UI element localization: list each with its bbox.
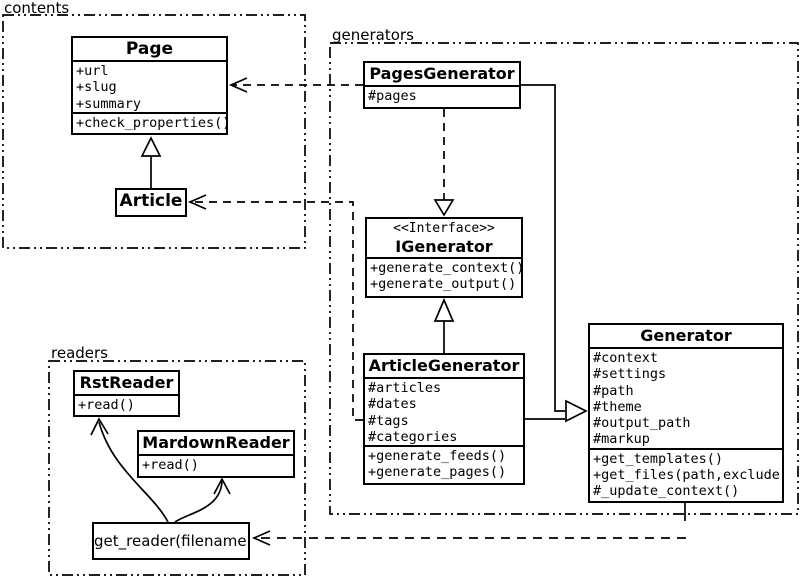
generalization-generator-arrowhead-icon — [565, 399, 588, 423]
dependency-generator-getreader-arrowhead-icon — [251, 530, 271, 546]
class-articlegenerator: ArticleGenerator #articles #dates #tags … — [363, 353, 525, 485]
class-articlegenerator-attributes: #articles #dates #tags #categories — [365, 377, 523, 445]
class-page-attributes: +url +slug +summary — [73, 60, 226, 112]
class-pagesgenerator-title: PagesGenerator — [369, 64, 515, 83]
class-pagesgenerator-attributes: #pages — [365, 85, 519, 104]
method: +check_properties() — [76, 114, 228, 131]
attribute: #output_path — [593, 415, 691, 432]
class-igenerator-header: <<Interface>> IGenerator — [367, 219, 521, 257]
package-label-readers: readers — [51, 344, 108, 362]
class-igenerator: <<Interface>> IGenerator +generate_conte… — [365, 217, 523, 298]
function-getreader-label: get_reader(filename) — [94, 532, 250, 550]
function-getreader: get_reader(filename) — [92, 522, 250, 560]
package-generators-border — [329, 42, 799, 515]
association-getreader-rstreader-arrowhead-icon — [90, 417, 109, 436]
class-igenerator-methods: +generate_context() +generate_output() — [367, 257, 521, 293]
class-rstreader-methods: +read() — [75, 394, 178, 413]
method: +generate_feeds() — [368, 448, 507, 465]
class-generator-attributes: #context #settings #path #theme #output_… — [590, 347, 782, 448]
class-article-title: Article — [119, 191, 183, 211]
attribute: #categories — [368, 428, 458, 445]
class-article: Article — [115, 188, 187, 217]
attribute: #settings — [593, 366, 667, 383]
class-igenerator-title: IGenerator — [395, 237, 493, 256]
association-getreader-markdownreader-curve — [174, 480, 223, 523]
class-generator-methods: +get_templates() +get_files(path,exclude… — [590, 447, 784, 500]
attribute: #tags — [368, 412, 409, 429]
class-generator-title: Generator — [640, 326, 732, 345]
method: +read() — [142, 457, 199, 473]
attribute: +summary — [76, 95, 142, 112]
package-label-contents: contents — [4, 0, 70, 17]
method: +generate_context() — [370, 260, 523, 276]
class-page-title: Page — [125, 39, 174, 59]
attribute: #articles — [368, 380, 442, 396]
method: +read() — [78, 397, 135, 413]
generalization-pagesgenerator-generator-line — [521, 84, 565, 412]
class-rstreader-title: RstReader — [79, 373, 174, 392]
class-page: Page +url +slug +summary +check_properti… — [71, 36, 228, 135]
attribute: +slug — [76, 79, 117, 96]
generalization-article-page-arrowhead-icon — [140, 136, 162, 157]
class-rstreader: RstReader +read() — [73, 370, 180, 417]
method: +get_templates() — [593, 450, 724, 467]
method: +generate_pages() — [368, 464, 507, 481]
class-markdownreader-methods: +read() — [139, 454, 293, 473]
dependency-pagesgenerator-page-arrowhead-icon — [228, 77, 248, 93]
class-markdownreader: MardownReader +read() — [137, 430, 295, 478]
package-label-generators: generators — [332, 26, 414, 44]
attribute: +url — [76, 63, 109, 79]
attribute: #theme — [593, 398, 642, 415]
generalization-articlegenerator-igenerator-arrowhead-icon — [433, 297, 455, 322]
dependency-articlegenerator-article-arrowhead-icon — [187, 194, 207, 210]
class-articlegenerator-methods: +generate_feeds() +generate_pages() — [365, 445, 523, 481]
attribute: #path — [593, 382, 634, 399]
method: +get_files(path,exclude) — [593, 467, 784, 484]
method: +generate_output() — [370, 276, 517, 293]
attribute: #pages — [368, 88, 417, 104]
class-page-methods: +check_properties() — [73, 111, 228, 131]
association-getreader-markdownreader-arrowhead-icon — [213, 477, 231, 495]
class-igenerator-stereotype: <<Interface>> — [393, 221, 495, 236]
attribute: #context — [593, 350, 659, 366]
class-pagesgenerator: PagesGenerator #pages — [363, 61, 521, 109]
class-markdownreader-title: MardownReader — [142, 433, 290, 452]
attribute: #dates — [368, 396, 417, 413]
class-generator: Generator #context #settings #path #them… — [588, 323, 784, 503]
package-contents-border — [2, 14, 306, 249]
realization-pagesgenerator-igenerator-arrowhead-icon — [433, 199, 455, 217]
method: #_update_context() — [593, 483, 740, 500]
attribute: #markup — [593, 431, 650, 448]
dependency-articlegenerator-article-line — [192, 201, 363, 421]
class-articlegenerator-title: ArticleGenerator — [368, 356, 520, 375]
package-readers-border — [48, 360, 306, 576]
association-getreader-rstreader-curve — [98, 421, 169, 523]
